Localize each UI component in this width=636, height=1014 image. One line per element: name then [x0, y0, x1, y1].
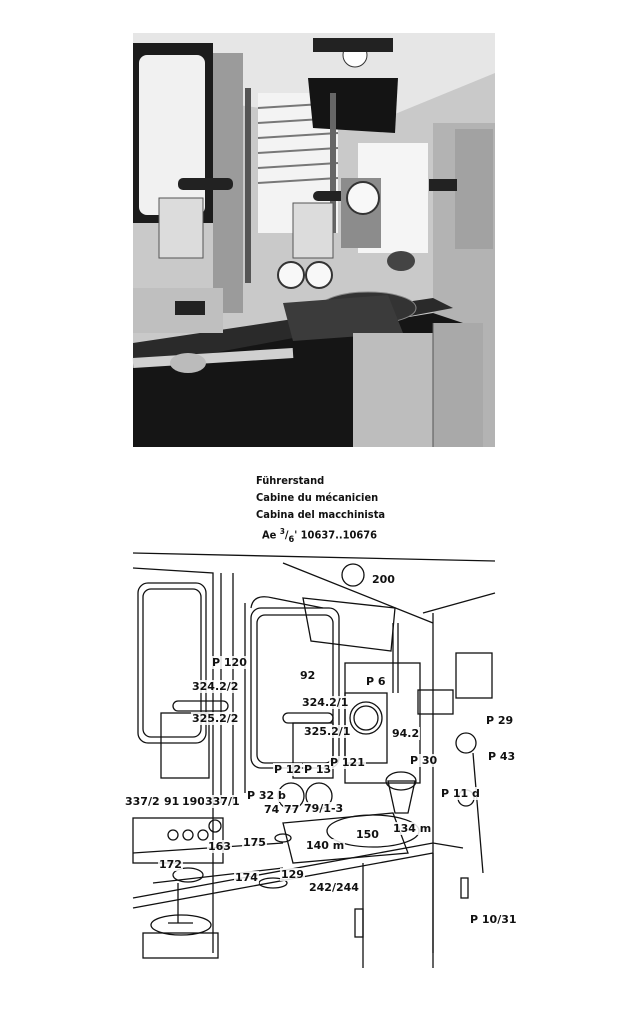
callout-92: 92 [299, 669, 317, 682]
callout-P12: P 12 [273, 763, 303, 776]
callout-242-244: 242/244 [308, 881, 360, 894]
callout-324-2-1: 324.2/1 [301, 696, 350, 709]
cab-photo [132, 33, 495, 447]
callout-325-2-1: 325.2/1 [303, 725, 352, 738]
callout-190: 190 [181, 795, 206, 808]
callout-P6: P 6 [365, 675, 387, 688]
callout-P29: P 29 [485, 714, 515, 727]
model-slash: / [284, 528, 289, 542]
caption-locomotive-model: Ae 3/6' 10637..10676 [256, 523, 456, 548]
cab-line-drawing: 200 P 120 92 P 6 324.2/2 324.2/1 325.2/2… [124, 552, 518, 968]
caption-french: Cabine du mécanicien [256, 491, 379, 504]
callout-94-2: 94.2 [391, 727, 421, 740]
cab-photo-illustration [132, 33, 495, 447]
model-prefix: Ae [262, 528, 280, 542]
callout-175: 175 [242, 836, 267, 849]
callout-140m: 140 m [305, 839, 346, 852]
callout-P43: P 43 [487, 750, 517, 763]
callout-77: 77 [283, 803, 301, 816]
callout-91: 91 [163, 795, 181, 808]
callout-79-1-3: 79/1-3 [303, 802, 345, 815]
callout-200: 200 [371, 573, 396, 586]
callout-337-1: 337/1 [204, 795, 241, 808]
callout-174: 174 [234, 871, 259, 884]
callout-163: 163 [207, 840, 232, 853]
callout-172: 172 [158, 858, 183, 871]
callout-P32b: P 32 b [246, 789, 287, 802]
callout-P10-31: P 10/31 [469, 913, 518, 926]
callout-74: 74 [263, 803, 281, 816]
model-sup: 3 [279, 527, 285, 536]
model-suffix: ' 10637..10676 [294, 528, 378, 542]
callout-P30: P 30 [409, 754, 439, 767]
callout-325-2-2: 325.2/2 [191, 712, 240, 725]
callout-324-2-2: 324.2/2 [191, 680, 240, 693]
callout-P13: P 13 [303, 763, 333, 776]
model-sub: 6 [288, 533, 295, 545]
callout-P11d: P 11 d [440, 787, 481, 800]
callout-134m: 134 m [392, 822, 433, 835]
callout-150: 150 [355, 828, 380, 841]
callout-337-2: 337/2 [124, 795, 161, 808]
callout-129: 129 [280, 868, 305, 881]
cab-line-drawing-illustration [132, 552, 496, 968]
caption-italian: Cabina del macchinista [256, 508, 386, 521]
callout-P120: P 120 [211, 656, 248, 669]
callout-P121: P 121 [329, 756, 366, 769]
caption-german: Führerstand [256, 474, 325, 487]
figure-caption: Führerstand Cabine du mécanicien Cabina … [256, 472, 456, 548]
